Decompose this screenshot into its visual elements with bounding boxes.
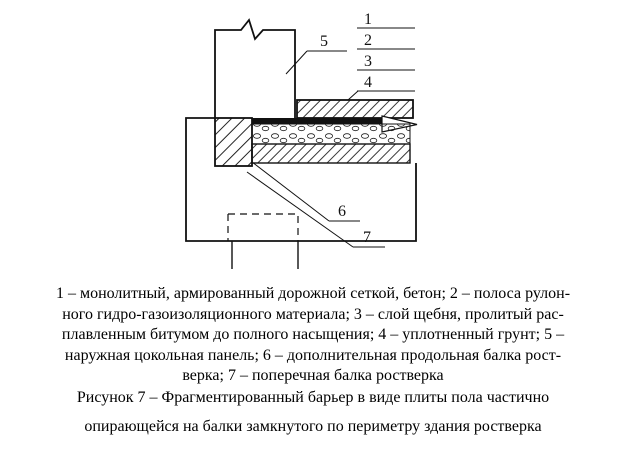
- figure-caption-continuation: опирающейся на балки замкнутого по перим…: [84, 418, 542, 435]
- callout-2: 2: [364, 32, 372, 49]
- hidden-beam-dashed: [227, 213, 299, 241]
- pile-lines-below: [231, 241, 299, 269]
- callout-6-leader: [251, 161, 360, 222]
- legend-line: наружная цокольная панель; 6 – дополните…: [64, 346, 562, 364]
- callout-5: 5: [320, 33, 328, 50]
- layer-waterproof-strip: [252, 118, 382, 124]
- callout-3: 3: [364, 53, 372, 70]
- layer-compacted-ground: [251, 143, 411, 164]
- figure-caption: Рисунок 7 – Фрагментированный барьер в в…: [76, 388, 550, 406]
- figure-text-block: 1 – монолитный, армированный дорожной се…: [10, 284, 616, 438]
- callout-7-leader: [246, 171, 385, 248]
- callout-7: 7: [363, 229, 371, 246]
- callout-shelves-1-4: [347, 27, 415, 101]
- callout-6: 6: [338, 203, 346, 220]
- panel-embedded-hatched: [214, 117, 253, 167]
- legend-line: плавленным битумом до полного насыщения;…: [61, 326, 565, 343]
- callout-1: 1: [364, 11, 372, 28]
- grillage-beam-outline: [185, 117, 417, 242]
- figure-legend: 1 – монолитный, армированный дорожной се…: [10, 284, 616, 387]
- legend-line: верка; 7 – поперечная балка ростверка: [182, 367, 444, 384]
- callout-5-leader: [285, 50, 347, 75]
- callout-4: 4: [364, 74, 372, 91]
- legend-line: ного гидро-газоизоляционного материала; …: [62, 305, 564, 323]
- basement-panel: [214, 18, 296, 118]
- layer-concrete-slab: [296, 99, 414, 119]
- technical-drawing: 1 2 3 4 5 6 7: [185, 11, 418, 269]
- layer-gravel-bitumen: [251, 123, 411, 145]
- legend-line: 1 – монолитный, армированный дорожной се…: [55, 285, 571, 302]
